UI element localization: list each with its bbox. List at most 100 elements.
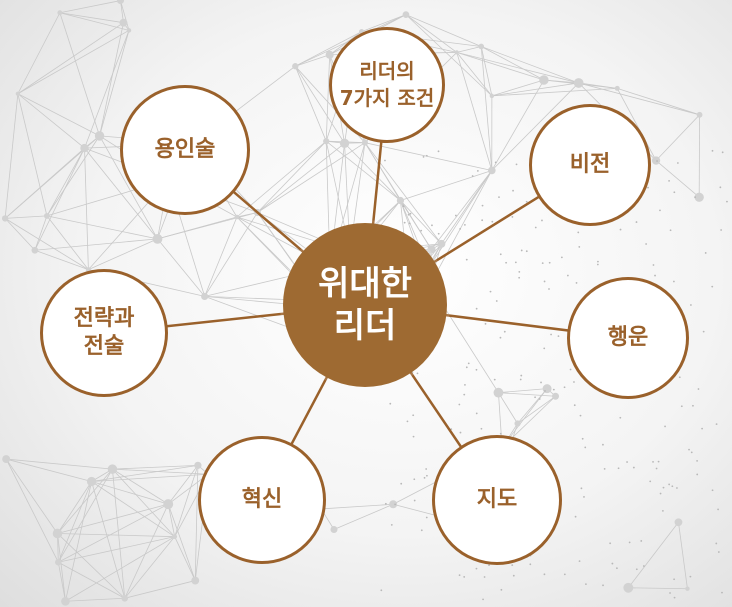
- mesh-dot: [431, 224, 433, 227]
- mesh-line: [5, 458, 58, 534]
- node-strategy-tactics: 전략과 전술: [40, 269, 168, 397]
- mesh-node: [292, 63, 299, 70]
- mesh-dot: [498, 196, 500, 199]
- mesh-dot: [384, 502, 387, 505]
- mesh-dot: [488, 564, 490, 567]
- mesh-dot: [655, 467, 658, 470]
- mesh-line: [57, 503, 169, 534]
- mesh-dot: [673, 596, 676, 599]
- mesh-dot: [557, 335, 560, 338]
- node-vision: 비전: [529, 104, 651, 226]
- mesh-dot: [616, 567, 618, 570]
- mesh-node: [694, 192, 704, 202]
- mesh-dot: [635, 221, 638, 223]
- mesh-dot: [548, 261, 551, 264]
- mesh-node: [454, 50, 459, 55]
- mesh-dot: [617, 467, 620, 470]
- mesh-node: [651, 156, 661, 165]
- mesh-node: [696, 111, 703, 118]
- mesh-dot: [566, 274, 569, 277]
- mesh-dot: [514, 261, 517, 264]
- mesh-line: [46, 147, 85, 217]
- mesh-node: [323, 138, 330, 145]
- mesh-line: [46, 135, 100, 217]
- mesh-dot: [481, 219, 484, 222]
- mesh-line: [91, 481, 126, 599]
- mesh-node: [116, 0, 125, 5]
- mesh-dot: [454, 214, 457, 217]
- mesh-dot: [715, 423, 718, 426]
- mesh-line: [578, 82, 618, 89]
- mesh-dot: [640, 540, 643, 542]
- mesh-dot: [574, 515, 577, 518]
- mesh-line: [491, 82, 579, 171]
- mesh-dot: [544, 390, 546, 392]
- node-guidance: 지도: [432, 435, 562, 565]
- mesh-dot: [534, 226, 537, 229]
- mesh-dot: [569, 368, 572, 371]
- mesh-node: [573, 78, 584, 88]
- mesh-dot: [717, 508, 719, 511]
- mesh-line: [58, 561, 125, 599]
- mesh-dot: [669, 229, 672, 232]
- mesh-dot: [463, 576, 466, 578]
- mesh-dot: [518, 270, 521, 273]
- mesh-dot: [540, 381, 542, 384]
- mesh-dot: [694, 196, 696, 199]
- mesh-dot: [484, 322, 487, 325]
- mesh-dot: [403, 221, 406, 224]
- mesh-dot: [668, 179, 670, 182]
- mesh-dot: [475, 412, 478, 415]
- mesh-dot: [476, 170, 479, 172]
- mesh-line: [543, 79, 579, 84]
- mesh-dot: [661, 509, 664, 512]
- mesh-dot: [585, 583, 587, 586]
- mesh-line: [429, 170, 493, 285]
- mesh-line: [491, 82, 579, 97]
- mesh-line: [57, 533, 175, 538]
- mesh-line: [120, 0, 130, 31]
- node-seven-conditions: 리더의 7가지 조건: [329, 27, 445, 143]
- mesh-dot: [450, 428, 453, 431]
- mesh-line: [655, 160, 700, 198]
- mesh-dot: [602, 443, 604, 446]
- mesh-dot: [563, 386, 566, 389]
- mesh-line: [194, 465, 199, 581]
- mesh-line: [628, 587, 688, 590]
- mesh-dot: [596, 263, 599, 266]
- mesh-dot: [538, 398, 541, 400]
- mesh-dot: [437, 150, 440, 153]
- mesh-dot: [475, 567, 478, 570]
- mesh-dot: [697, 388, 700, 390]
- mesh-line: [333, 503, 394, 530]
- mesh-line: [456, 52, 579, 84]
- mesh-node: [234, 214, 240, 220]
- mesh-node: [539, 75, 549, 85]
- mesh-dot: [578, 246, 581, 248]
- node-personnel: 용인술: [120, 85, 250, 215]
- mesh-line: [99, 30, 130, 136]
- mesh-dot: [390, 523, 393, 526]
- mesh-line: [400, 200, 442, 245]
- mesh-dot: [437, 232, 440, 235]
- mesh-dot: [409, 212, 412, 215]
- mesh-line: [84, 148, 89, 270]
- mesh-dot: [406, 420, 409, 423]
- mesh-node: [674, 518, 683, 527]
- mesh-dot: [413, 478, 416, 481]
- mesh-dot: [652, 460, 654, 463]
- mesh-line: [364, 142, 401, 201]
- mesh-dot: [696, 473, 699, 476]
- mesh-line: [57, 481, 92, 563]
- mesh-dot: [480, 427, 483, 430]
- mesh-node: [119, 18, 128, 27]
- mesh-line: [124, 503, 169, 599]
- mesh-dot: [619, 416, 622, 419]
- mesh-dot: [659, 209, 661, 212]
- mesh-line: [236, 140, 327, 218]
- mesh-dot: [408, 222, 411, 225]
- mesh-dot: [626, 461, 628, 463]
- mesh-line: [91, 481, 169, 505]
- mesh-dot: [659, 492, 662, 495]
- mesh-node: [623, 582, 634, 593]
